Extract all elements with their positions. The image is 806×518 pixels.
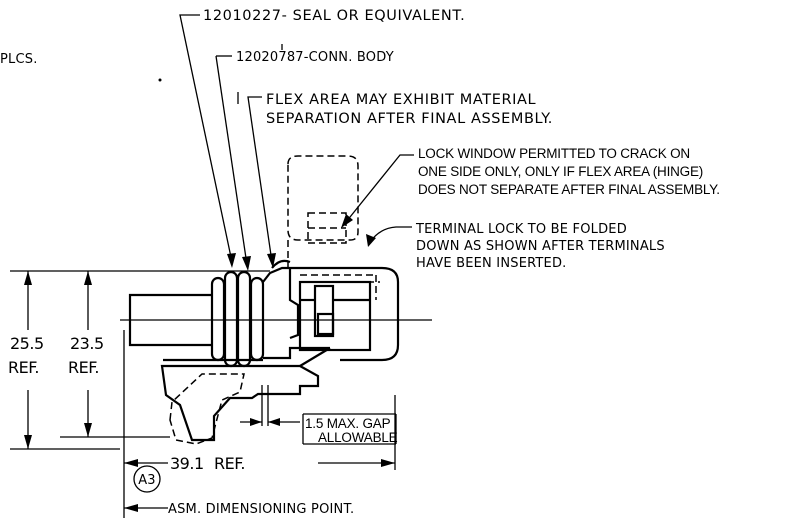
lock-window-line3: DOES NOT SEPARATE AFTER FINAL ASSEMBLY. <box>418 182 720 197</box>
callout-a3-label: A3 <box>138 473 156 488</box>
terminal-lock-line3: HAVE BEEN INSERTED. <box>416 256 567 271</box>
dim-25-5-ref: REF. <box>8 358 39 377</box>
gap-note-line1: 1.5 MAX. GAP <box>305 416 391 431</box>
hidden-outlines <box>169 155 380 445</box>
asm-dimensioning-point: ASM. DIMENSIONING POINT. <box>168 502 354 517</box>
leader-lines <box>158 14 414 271</box>
dim-39-1-value: 39.1 <box>170 454 204 473</box>
dim-23-5-ref: REF. <box>68 358 99 377</box>
terminal-lock-line1: TERMINAL LOCK TO BE FOLDED <box>415 222 627 237</box>
connector-body <box>128 259 400 442</box>
dimension-lines <box>10 270 397 518</box>
conn-body-note: 12020787-CONN. BODY <box>236 50 394 65</box>
flex-note-line2: SEPARATION AFTER FINAL ASSEMBLY. <box>266 111 553 127</box>
flex-note-line1: FLEX AREA MAY EXHIBIT MATERIAL <box>266 92 536 108</box>
callout-a3: A3 <box>133 465 161 493</box>
seal-note: 12010227- SEAL OR EQUIVALENT. <box>203 8 465 24</box>
plcs-note: PLCS. <box>0 52 38 67</box>
lock-window-line1: LOCK WINDOW PERMITTED TO CRACK ON <box>418 146 690 161</box>
gap-note-line2: ALLOWABLE <box>318 430 398 445</box>
dim-23-5-value: 23.5 <box>70 334 104 353</box>
terminal-lock-line2: DOWN AS SHOWN AFTER TERMINALS <box>416 239 665 254</box>
lock-window-line2: ONE SIDE ONLY, ONLY IF FLEX AREA (HINGE) <box>418 164 703 179</box>
dim-25-5-value: 25.5 <box>10 334 44 353</box>
dim-39-1-ref: REF. <box>214 454 245 473</box>
